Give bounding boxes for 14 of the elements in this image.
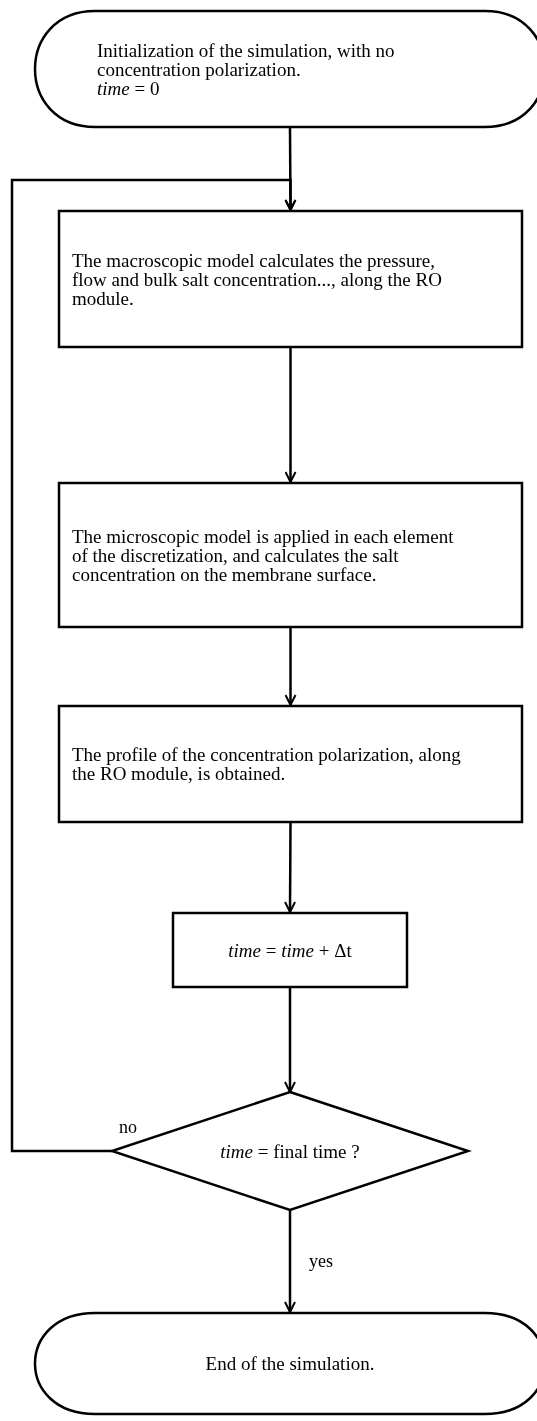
node-text: Initialization of the simulation, with no concentration polarization. xyxy=(97,40,396,79)
arrow xyxy=(284,988,296,1093)
node-text: time = 0 xyxy=(97,78,160,98)
node-text: The profile of the concentration polarization, along the RO module, is obtained. xyxy=(72,745,462,783)
node-text: End of the simulation. xyxy=(205,1354,375,1373)
node-text: The macroscopic model calculates the pressure, flow and bulk salt concentration..., along the RO module. xyxy=(72,250,443,308)
arrow xyxy=(284,348,297,483)
arrow xyxy=(10,178,297,1153)
node-text: time = time + Δt xyxy=(228,940,352,960)
decision-text: time = final time ? xyxy=(220,1141,360,1161)
arrow xyxy=(284,628,297,706)
node-text: The microscopic model is applied in each element of the discretization, and calculates the salt concentration on the membrane surface. xyxy=(72,526,455,584)
arrow xyxy=(284,823,297,913)
arrow xyxy=(284,1210,296,1313)
